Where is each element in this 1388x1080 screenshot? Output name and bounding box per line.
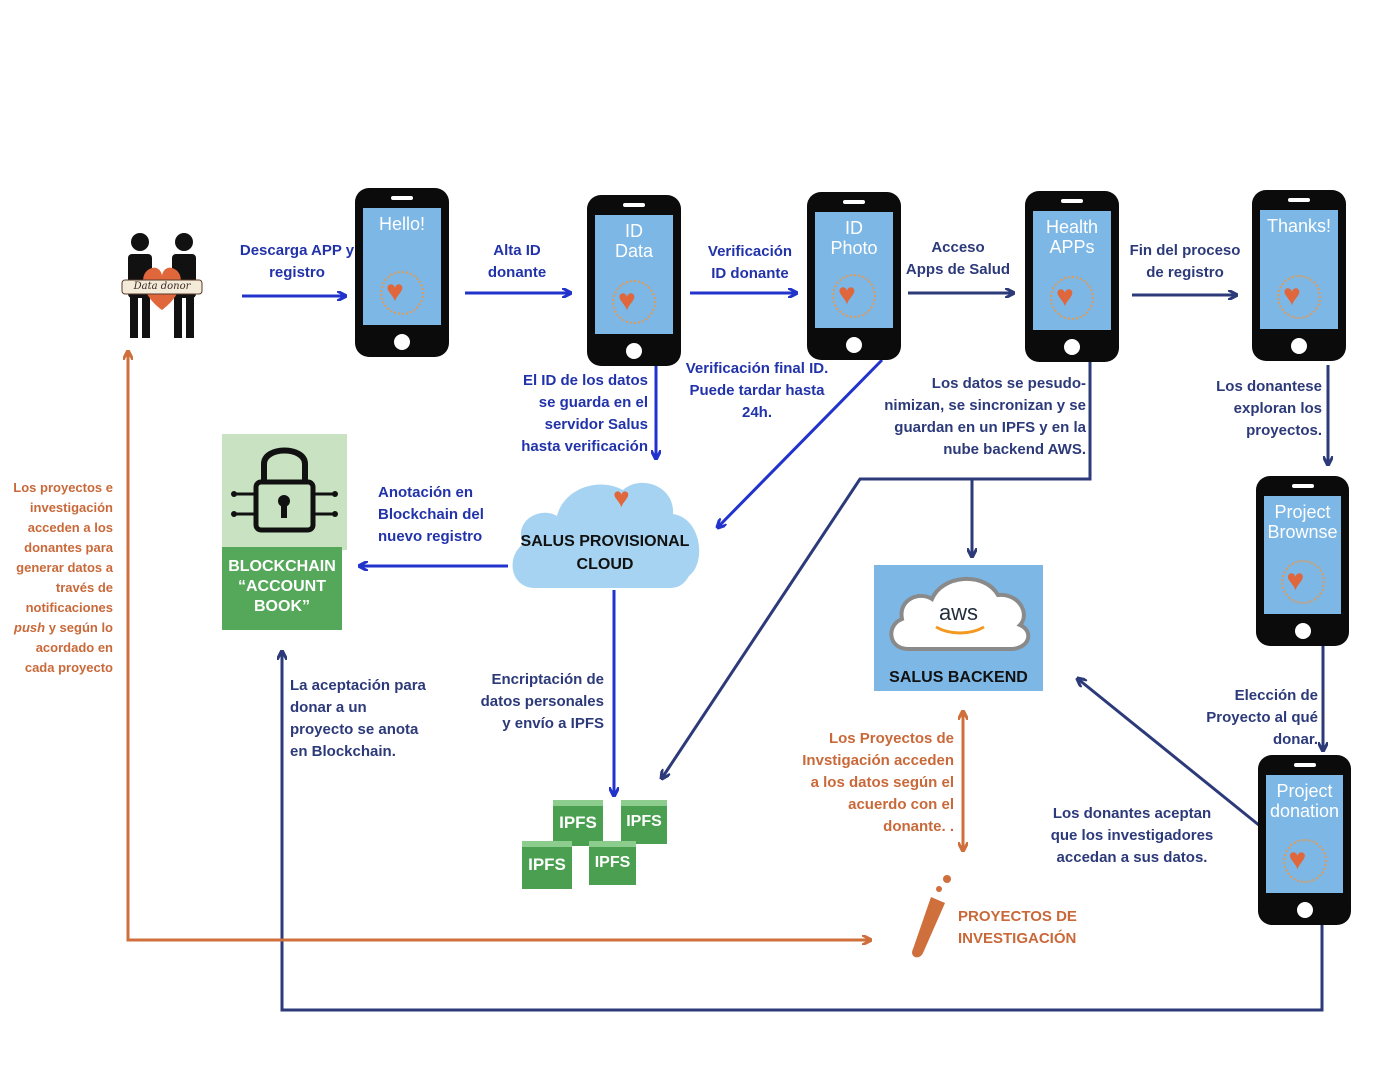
ipfs-cube: IPFS [621,800,667,844]
phone-id-photo[interactable]: ID Photo ♥ [807,192,901,360]
phone-title: Hello! [378,214,426,234]
heart-icon: ♥ [1056,280,1074,313]
home-button-icon [394,334,410,350]
phone-id-data[interactable]: ID Data ♥ [587,195,681,366]
speaker-icon [391,196,413,200]
label-descarga: Descarga APP y registro [239,242,355,281]
heart-icon: ♥ [618,284,636,317]
heart-icon: ♥ [1286,564,1305,597]
sparkle-icon [1050,276,1094,320]
left-note-part1: Los proyectos e investigación acceden a … [13,480,113,615]
blockchain-lock-panel [222,434,347,550]
phone-screen: Hello! ♥ [363,208,441,325]
home-button-icon [1296,902,1313,918]
label-left-note: Los proyectos e investigación acceden a … [6,478,113,678]
speaker-icon [623,203,645,207]
phone-screen: ID Data ♥ [595,215,673,334]
label-acceso: Acceso Apps de Salud [905,239,1011,278]
test-tube-icon [912,875,951,958]
logo-text: Data donor [133,281,191,292]
ipfs-label: IPFS [594,854,631,871]
label-alta: Alta ID donante [487,242,547,281]
phone-screen: Project Brownse ♥ [1264,496,1341,614]
speaker-icon [1291,484,1314,488]
phone-screen: Thanks! ♥ [1260,210,1338,329]
label-exploran: Los donantese exploran los proyectos. [1216,378,1322,439]
speaker-icon [843,200,865,204]
home-button-icon [1291,338,1307,354]
home-button-icon [1294,623,1311,639]
phone-project-donation[interactable]: Project donation ♥ [1258,755,1351,925]
lock-icon [231,447,338,533]
label-eleccion: Elección de Proyecto al qué donar. [1206,687,1318,748]
phone-thanks[interactable]: Thanks! ♥ [1252,190,1346,361]
phone-health-apps[interactable]: Health APPs ♥ [1025,191,1119,362]
blockchain-account-book: BLOCKCHAIN “ACCOUNT BOOK” [222,547,342,630]
ipfs-label: IPFS [626,813,662,830]
phone-screen: Project donation ♥ [1266,775,1343,893]
home-button-icon [626,343,642,359]
salus-backend: aws SALUS BACKEND [874,565,1043,691]
phone-hello[interactable]: Hello! ♥ [355,188,449,357]
heart-icon: ♥ [386,275,404,308]
label-pseudo: Los datos se pesudo- nimizan, se sincron… [884,375,1086,458]
left-note-part2: y según lo [45,620,113,635]
heart-icon: ♥ [1283,279,1301,312]
speaker-icon [1288,198,1310,202]
phone-title: Thanks! [1266,216,1332,236]
research-title: PROYECTOS DE INVESTIGACIÓN [958,908,1077,947]
heart-icon: ♥ [613,482,630,513]
phone-title: Project donation [1269,781,1340,821]
speaker-icon [1061,199,1083,203]
ipfs-cube: IPFS [553,800,603,846]
ipfs-cube: IPFS [589,841,636,885]
phone-title: Project Brownse [1267,502,1338,542]
label-verificacion: Verificación ID donante [707,243,793,282]
aws-logo-text: aws [938,600,979,625]
sparkle-icon [1282,839,1327,883]
ipfs-cube: IPFS [522,841,572,889]
heart-icon: ♥ [838,278,856,311]
label-anotacion: Anotación en Blockchain del nuevo regist… [378,484,484,545]
aws-title: SALUS BACKEND [889,669,1028,686]
speaker-icon [1293,763,1316,767]
sparkle-icon [612,280,656,324]
phone-title: ID Photo [830,218,878,258]
ipfs-label: IPFS [559,813,597,832]
sparkle-icon [832,274,876,318]
sparkle-icon [380,271,424,315]
label-proyectos-acceden: Los Proyectos de Invstigación acceden a … [802,730,954,835]
home-button-icon [1064,339,1080,355]
label-aceptacion: La aceptación para donar a un proyecto s… [290,677,426,760]
arrow-donation-aws [1078,679,1266,832]
label-id-guarda: El ID de los datos se guarda en el servi… [521,372,648,455]
label-aceptan: Los donantes aceptan que los investigado… [1050,805,1214,866]
salus-provisional-cloud: ♥ SALUS PROVISIONAL CLOUD [505,470,705,590]
phone-screen: Health APPs ♥ [1033,211,1111,330]
phone-project-browse[interactable]: Project Brownse ♥ [1256,476,1349,646]
sparkle-icon [1277,275,1321,319]
home-button-icon [846,337,862,353]
left-note-part3: acordado en cada proyecto [24,640,113,675]
phone-title: Health APPs [1045,217,1099,257]
phone-title: ID Data [614,221,654,261]
heart-icon: ♥ [1288,843,1307,876]
label-fin: Fin del proceso de registro [1129,242,1241,281]
arrow-research-donors [128,352,870,940]
phone-screen: ID Photo ♥ [815,212,893,328]
cloud-title: SALUS PROVISIONAL CLOUD [520,533,690,573]
left-note-push: push [14,620,46,635]
sparkle-icon [1280,560,1325,604]
label-verif-final: Verificación final ID. Puede tardar hast… [685,360,829,421]
donor-couple-icon: Data donor [112,230,212,342]
label-encriptacion: Encriptación de datos personales y envío… [480,671,604,732]
ipfs-label: IPFS [528,855,566,874]
